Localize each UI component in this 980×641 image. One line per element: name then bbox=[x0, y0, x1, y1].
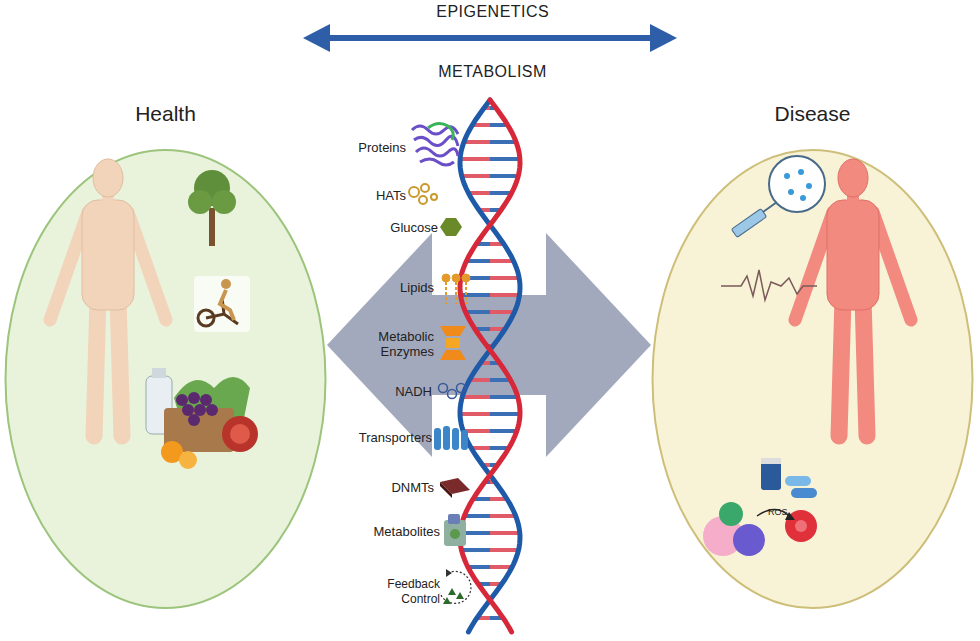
metabolite-icon bbox=[444, 514, 466, 546]
lipid-icon bbox=[442, 274, 470, 304]
double-arrow bbox=[303, 24, 677, 52]
health-circle: Health bbox=[4, 148, 327, 610]
component-label: Transporters bbox=[359, 430, 432, 445]
transporter-icon bbox=[434, 426, 468, 450]
enzyme-icon bbox=[440, 326, 466, 360]
hat-icon bbox=[409, 184, 437, 204]
ecg-icon bbox=[721, 270, 817, 300]
syringe-icon bbox=[731, 156, 825, 237]
circle-heading: Disease bbox=[651, 102, 974, 126]
component-label: Metabolites bbox=[374, 524, 440, 539]
pills-icon bbox=[761, 458, 817, 498]
component-label: Metabolic Enzymes bbox=[362, 329, 434, 359]
ros-label: ROS bbox=[768, 506, 788, 518]
component-label: Feedback Control bbox=[380, 577, 440, 607]
feedback-icon bbox=[440, 569, 471, 604]
glucose-icon bbox=[440, 218, 462, 236]
tree-icon bbox=[188, 170, 236, 246]
component-label: HATs bbox=[376, 188, 406, 203]
nadh-icon bbox=[439, 384, 466, 399]
axis-label: METABOLISM bbox=[438, 62, 547, 81]
dnmt-icon bbox=[440, 478, 470, 498]
protein-icon bbox=[412, 123, 458, 165]
axis-label: EPIGENETICS bbox=[436, 2, 549, 21]
cells-icon bbox=[703, 502, 817, 556]
fruit-basket-icon bbox=[146, 368, 258, 469]
disease-circle: Disease bbox=[651, 148, 974, 610]
component-label: Proteins bbox=[358, 140, 406, 155]
circle-outline bbox=[6, 150, 326, 608]
circle-shape bbox=[651, 148, 974, 610]
bike-icon bbox=[194, 276, 250, 332]
component-label: DNMTs bbox=[391, 480, 434, 495]
dna-helix bbox=[460, 100, 520, 632]
circle-heading: Health bbox=[4, 102, 327, 126]
circle-shape bbox=[4, 148, 327, 610]
component-label: Glucose bbox=[390, 220, 438, 235]
circle-outline bbox=[653, 150, 973, 608]
component-label: NADH bbox=[395, 384, 432, 399]
component-label: Lipids bbox=[400, 280, 434, 295]
